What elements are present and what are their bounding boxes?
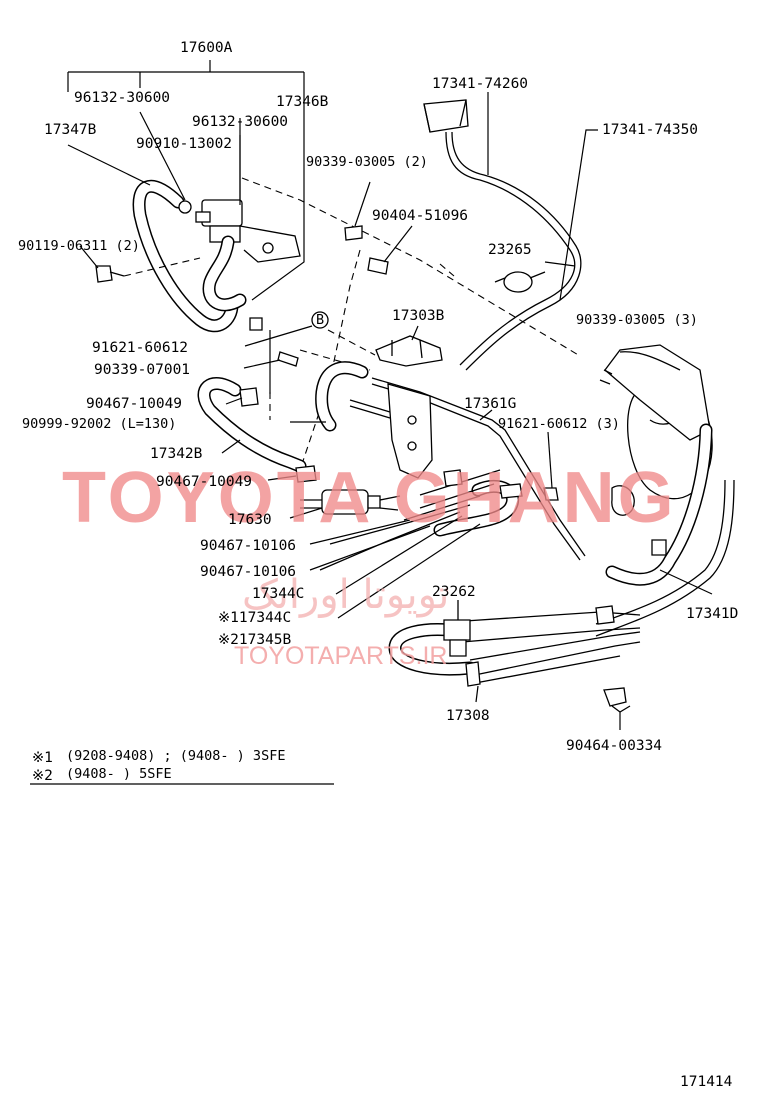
hose-17308: [388, 605, 641, 703]
labels-layer: 17600A 96132-30600 17346B 96132-30600 17…: [18, 40, 738, 754]
leader-17341-74350: [559, 129, 598, 301]
sensor-23265: [494, 261, 576, 293]
leader-lines-center: [309, 515, 481, 619]
note-2-text: (9408- ) 5SFE: [66, 766, 172, 782]
label-90404-51096[interactable]: 90404-51096: [372, 208, 468, 224]
label-90119-06311[interactable]: 90119-06311 (2): [18, 238, 140, 254]
plug-90339-07001: [243, 351, 299, 369]
label-90910-13002[interactable]: 90910-13002: [136, 136, 232, 152]
circle-b-letter: B: [316, 312, 324, 328]
label-17341-74260[interactable]: 17341-74260: [432, 76, 528, 92]
label-90339-03005-3[interactable]: 90339-03005 (3): [576, 312, 698, 328]
bolt-91621-3: [543, 431, 559, 501]
label-17600A[interactable]: 17600A: [180, 40, 233, 56]
sensor-23262: [443, 600, 471, 657]
label-90467-10049-a[interactable]: 90467-10049: [86, 396, 182, 412]
watermark-layer: TOYOTA GHANG تويوتا اورانک TOYOTAPARTS.I…: [62, 458, 677, 670]
label-17344C[interactable]: 17344C: [252, 586, 304, 602]
label-90339-03005-2[interactable]: 90339-03005 (2): [306, 154, 428, 170]
label-23265[interactable]: 23265: [488, 242, 532, 258]
label-17303B[interactable]: 17303B: [392, 308, 445, 324]
bolt-90119: [79, 245, 201, 283]
label-23262[interactable]: 23262: [432, 584, 476, 600]
note-1-mark: ※1: [32, 750, 53, 766]
label-17345B-note2[interactable]: ※217345B: [218, 632, 292, 648]
vsv-17630: [267, 465, 401, 519]
label-17347B[interactable]: 17347B: [44, 122, 97, 138]
label-96132-30600-b[interactable]: 96132-30600: [192, 114, 288, 130]
drawing-layer: [30, 60, 735, 785]
note-2-mark: ※2: [32, 768, 53, 784]
label-17361G[interactable]: 17361G: [464, 396, 516, 412]
hose-90999-92002: [290, 361, 369, 432]
note-1-text: (9208-9408) ; (9408- ) 3SFE: [66, 748, 285, 764]
clips-upper: [344, 181, 455, 277]
hose-17346B: [202, 235, 263, 331]
watermark-url: TOYOTAPARTS.IR: [234, 642, 447, 670]
label-90999-92002[interactable]: 90999-92002 (L=130): [22, 416, 176, 432]
label-17344C-note1[interactable]: ※117344C: [218, 610, 291, 626]
label-17341D[interactable]: 17341D: [686, 606, 738, 622]
watermark-arabic: تويوتا اورانک: [242, 572, 449, 618]
vsv-valve: [139, 111, 301, 263]
label-90467-10106-a[interactable]: 90467-10106: [200, 538, 296, 554]
label-90467-10106-b[interactable]: 90467-10106: [200, 564, 296, 580]
hoses-center: [319, 469, 523, 571]
clip-90464: [603, 687, 631, 730]
label-17341-74350[interactable]: 17341-74350: [602, 122, 698, 138]
label-91621-60612[interactable]: 91621-60612: [92, 340, 188, 356]
label-90464-00334[interactable]: 90464-00334: [566, 738, 662, 754]
watermark-main: TOYOTA GHANG: [62, 458, 677, 538]
label-90339-07001[interactable]: 90339-07001: [94, 362, 190, 378]
pipe-17361G: [349, 377, 586, 561]
marker-b: [244, 311, 329, 347]
label-91621-60612-3[interactable]: 91621-60612 (3): [498, 416, 620, 432]
bracket-17303B: [375, 325, 443, 367]
label-17342B[interactable]: 17342B: [150, 446, 203, 462]
tube-17341-74260: [423, 92, 582, 371]
hose-17342B: [197, 330, 307, 473]
label-17308[interactable]: 17308: [446, 708, 490, 724]
label-17630[interactable]: 17630: [228, 512, 272, 528]
applicability-notes: ※1 (9208-9408) ; (9408- ) 3SFE ※2 (9408-…: [32, 748, 285, 784]
diagram-number: 171414: [680, 1074, 733, 1090]
label-96132-30600-a[interactable]: 96132-30600: [74, 90, 170, 106]
label-17346B[interactable]: 17346B: [276, 94, 329, 110]
label-90467-10049-b[interactable]: 90467-10049: [156, 474, 252, 490]
